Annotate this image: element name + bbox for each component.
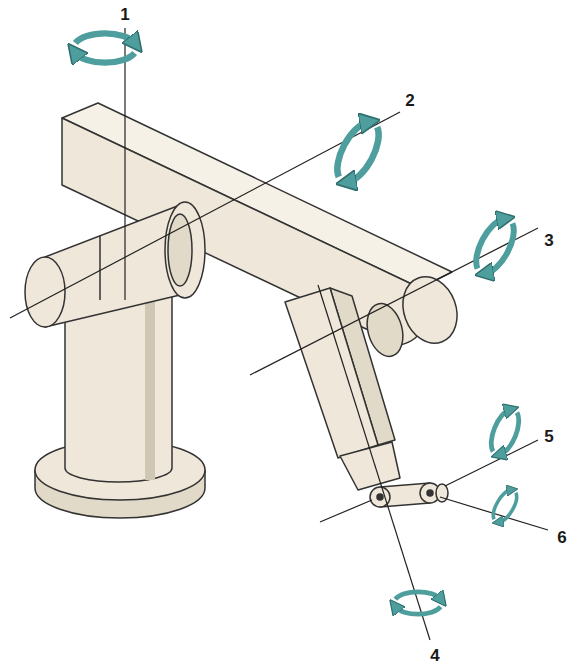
wrist-pin xyxy=(427,490,433,496)
robot-body xyxy=(25,103,466,518)
shoulder-flange-inner xyxy=(168,214,192,286)
callout-number: 4 xyxy=(430,647,439,664)
axis-line xyxy=(10,112,400,318)
rotation-arrow xyxy=(489,487,520,525)
rotation-arrow xyxy=(469,215,520,278)
column-shade xyxy=(145,290,155,480)
callout-number: 3 xyxy=(544,232,553,249)
rotation-arrow xyxy=(75,33,134,62)
axis-line xyxy=(250,228,538,375)
shoulder-edge xyxy=(99,236,101,300)
callout-number: 5 xyxy=(544,428,553,445)
callout-number: 2 xyxy=(405,92,414,109)
axis-line xyxy=(320,500,372,522)
shoulder-body xyxy=(45,205,180,327)
rotation-arrow xyxy=(486,407,524,457)
wrist-pin xyxy=(377,494,383,500)
callout-number: 6 xyxy=(557,529,566,546)
rotation-arrows xyxy=(75,33,523,614)
rotation-arrow xyxy=(395,592,440,614)
arm-end xyxy=(394,269,466,351)
callout-number: 1 xyxy=(120,6,129,23)
axis-line xyxy=(318,285,430,640)
axis-line xyxy=(124,28,125,300)
axis-lines xyxy=(10,28,548,640)
shoulder-flange xyxy=(165,202,205,298)
rotation-arrow xyxy=(330,117,386,186)
